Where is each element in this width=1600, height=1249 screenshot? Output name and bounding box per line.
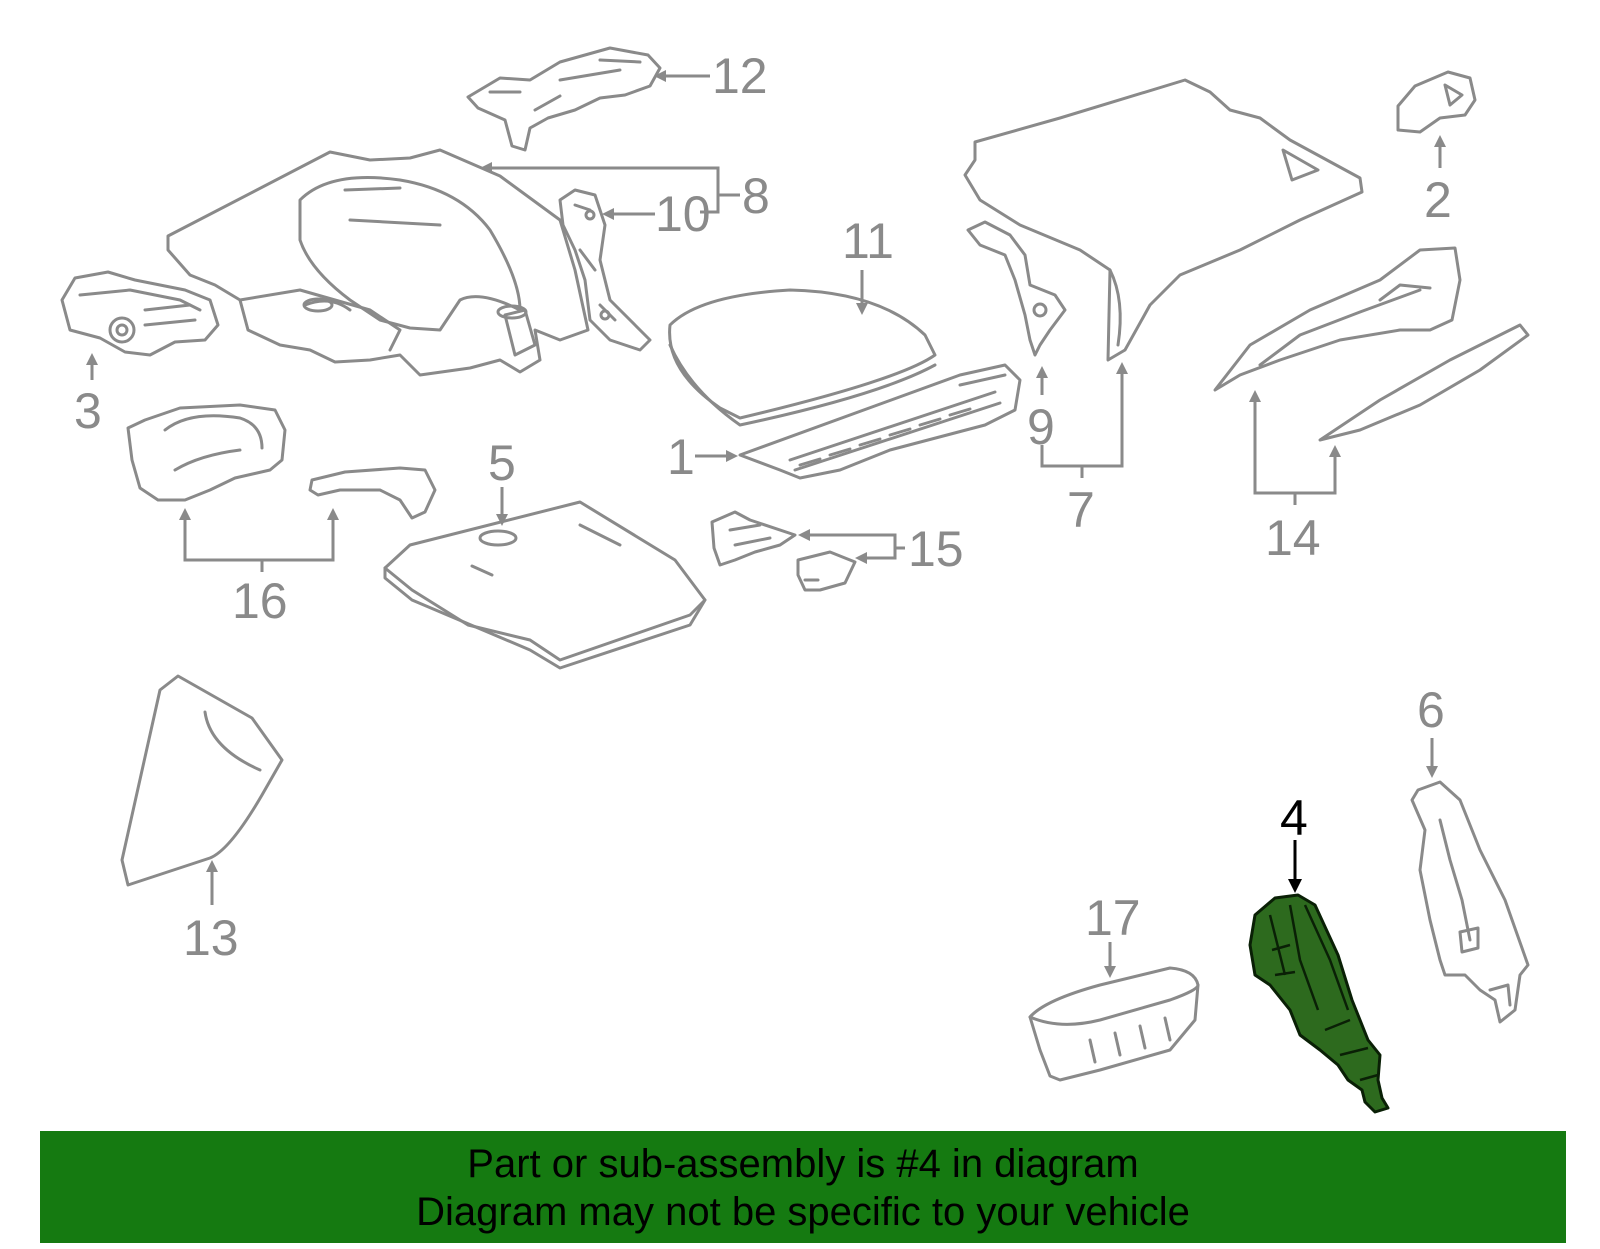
part-10-bracket[interactable] [558,188,652,352]
callout-8[interactable]: 8 [742,168,770,224]
callout-15[interactable]: 15 [908,521,964,577]
leader-11 [856,270,868,315]
part-12-bracket[interactable] [466,46,662,152]
callout-6[interactable]: 6 [1417,682,1445,738]
leader-10 [602,208,655,220]
leader-8 [480,162,740,214]
callout-3[interactable]: 3 [74,383,102,439]
part-3-air-vent[interactable] [60,270,220,357]
leader-1 [695,450,738,462]
part-4-highlighted[interactable] [1248,893,1390,1114]
part-13-corner-panel[interactable] [120,674,284,887]
leader-15 [798,529,905,564]
leader-2 [1434,135,1446,168]
callout-16[interactable]: 16 [232,573,288,629]
callout-13[interactable]: 13 [183,910,239,966]
part-15-clips[interactable] [710,510,857,592]
leader-16 [179,508,339,572]
callout-17[interactable]: 17 [1085,890,1141,946]
callout-10[interactable]: 10 [655,186,711,242]
callout-4[interactable]: 4 [1280,790,1308,846]
part-16-trim-pieces[interactable] [126,403,437,520]
part-7-dash-right-panel[interactable] [963,78,1364,362]
part-1-grille[interactable] [738,363,1022,480]
part-8-dash-center-panel[interactable] [166,148,590,377]
callout-11[interactable]: 11 [842,213,894,269]
leader-9 [1036,366,1048,395]
callout-14[interactable]: 14 [1265,510,1321,566]
part-5-tray-cover[interactable] [383,500,707,670]
leader-3 [86,353,98,380]
callout-7[interactable]: 7 [1067,482,1095,538]
part-17-switch[interactable] [1028,966,1200,1082]
leader-5 [496,487,508,526]
banner-line-2: Diagram may not be specific to your vehi… [416,1190,1190,1234]
leader-7 [1040,362,1128,478]
leader-13 [206,860,218,905]
callout-12[interactable]: 12 [712,48,768,104]
part-2-clip[interactable] [1396,70,1477,134]
leader-12 [654,70,710,82]
callout-1[interactable]: 1 [667,429,695,485]
info-banner: Part or sub-assembly is #4 in diagram Di… [40,1131,1566,1243]
callout-2[interactable]: 2 [1424,172,1452,228]
part-14-trim-strips[interactable] [1213,246,1530,442]
part-11-pad[interactable] [668,288,937,427]
callout-5[interactable]: 5 [488,435,516,491]
part-6-bracket[interactable] [1410,780,1530,1024]
leader-6 [1426,738,1438,778]
leader-17 [1104,942,1116,978]
leader-14 [1249,390,1341,505]
banner-line-1: Part or sub-assembly is #4 in diagram [467,1142,1139,1186]
leader-4 [1288,840,1302,893]
part-9-bracket[interactable] [966,220,1067,357]
